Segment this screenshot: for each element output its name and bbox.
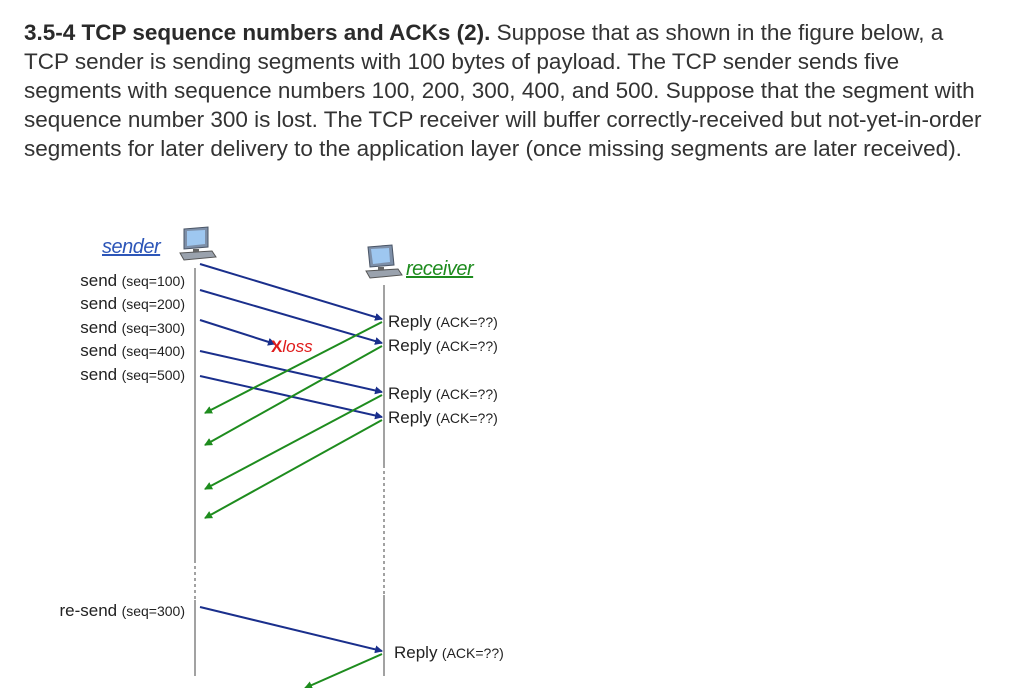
ack-arrow-1 [204,321,383,414]
problem-body: Suppose that as shown in the figure belo… [24,20,982,161]
problem-title: 3.5-4 TCP sequence numbers and ACKs (2). [24,20,491,45]
data-segment-arrows [199,263,383,654]
reply-label-2: Reply (ACK=??) [388,336,498,355]
ack-arrows [204,321,383,688]
ack-arrow-5 [304,653,383,688]
ack-arrow-3 [204,394,383,490]
sender-label: sender [102,236,162,258]
loss-x-icon: X [271,337,283,356]
receiver-label: receiver [406,258,475,280]
reply-label-4: Reply (ACK=??) [388,408,498,427]
send-label-3: send (seq=300) [80,318,185,337]
ack-arrow-2 [204,345,383,446]
segment-arrow-200 [199,289,383,345]
send-label-1: send (seq=100) [80,271,185,290]
receiver-computer-icon [365,244,403,279]
segment-arrow-resend-300 [199,606,383,654]
reply-label-3: Reply (ACK=??) [388,384,498,403]
resend-label: re-send (seq=300) [59,601,185,620]
send-label-5: send (seq=500) [80,365,185,384]
ack-arrow-4 [204,419,383,519]
problem-statement: 3.5-4 TCP sequence numbers and ACKs (2).… [24,18,984,163]
send-label-4: send (seq=400) [80,341,185,360]
sender-computer-icon [179,226,217,261]
segment-arrow-400 [199,350,383,395]
send-label-2: send (seq=200) [80,294,185,313]
loss-marker: Xloss [271,337,313,356]
segment-arrow-100 [199,263,383,321]
reply-label-1: Reply (ACK=??) [388,312,498,331]
segment-arrow-300-lost [199,319,276,346]
reply-label-5: Reply (ACK=??) [394,643,504,662]
